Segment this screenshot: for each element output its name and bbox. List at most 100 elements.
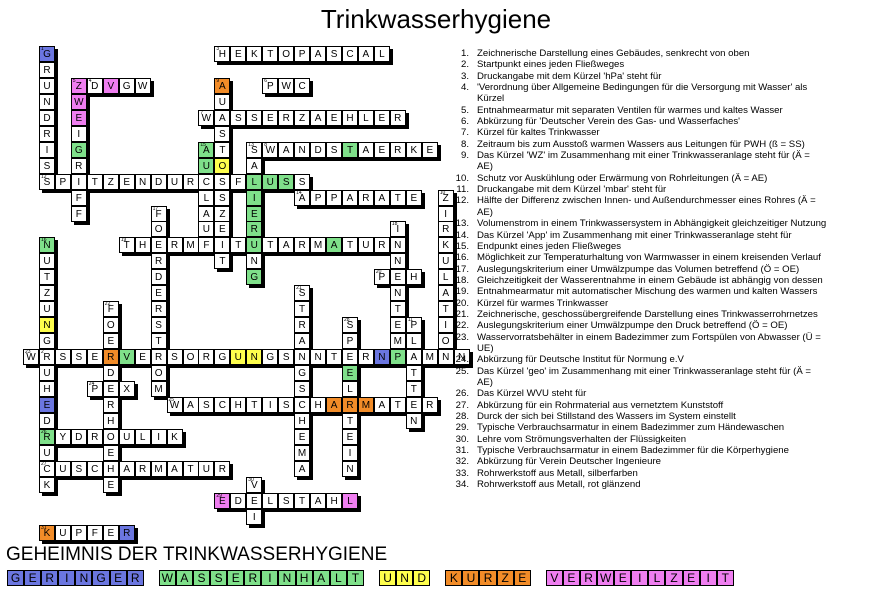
crossword-cell[interactable]: O — [278, 46, 295, 62]
crossword-cell[interactable]: R — [86, 428, 103, 445]
crossword-cell[interactable]: W — [134, 77, 151, 94]
crossword-cell[interactable]: G — [262, 349, 279, 366]
crossword-cell[interactable]: E — [246, 492, 263, 509]
crossword-cell[interactable]: F — [70, 205, 87, 222]
crossword-cell[interactable]: K — [405, 141, 422, 158]
crossword-cell[interactable]: E — [326, 109, 343, 126]
crossword-cell[interactable]: O — [182, 349, 199, 366]
crossword-cell[interactable]: A — [214, 109, 231, 126]
crossword-cell[interactable]: U — [166, 173, 183, 190]
crossword-cell[interactable]: E — [342, 428, 358, 445]
crossword-cell[interactable]: K — [166, 428, 183, 445]
crossword-cell[interactable]: E — [246, 205, 263, 222]
crossword-cell[interactable]: A — [342, 189, 358, 206]
crossword-cell[interactable]: M — [182, 237, 199, 254]
crossword-cell[interactable]: R — [134, 460, 151, 477]
crossword-cell[interactable]: E — [102, 333, 119, 350]
crossword-cell[interactable]: R — [70, 157, 87, 174]
crossword-cell[interactable]: E — [389, 317, 406, 334]
crossword-cell[interactable]: R — [198, 349, 215, 366]
crossword-cell[interactable]: E — [70, 109, 87, 126]
crossword-cell[interactable]: S — [214, 125, 231, 142]
crossword-cell[interactable]: E — [262, 109, 279, 126]
crossword-cell[interactable]: N — [310, 349, 327, 366]
crossword-cell[interactable]: T — [389, 301, 406, 318]
crossword-cell[interactable]: R — [182, 173, 199, 190]
crossword-cell[interactable]: U — [39, 253, 55, 270]
crossword-cell[interactable]: P — [294, 46, 311, 62]
crossword-cell[interactable]: I — [39, 141, 55, 158]
crossword-cell[interactable]: G — [70, 141, 87, 158]
crossword-cell[interactable]: Z — [39, 285, 55, 302]
crossword-cell[interactable]: T — [389, 396, 406, 413]
crossword-cell[interactable]: U — [198, 460, 215, 477]
crossword-cell[interactable]: S — [214, 189, 231, 206]
crossword-cell[interactable]: U — [39, 365, 55, 381]
crossword-cell[interactable]: E — [421, 141, 438, 158]
crossword-cell[interactable]: U — [437, 253, 454, 270]
crossword-cell[interactable]: N — [437, 349, 454, 366]
crossword-cell[interactable]: R — [357, 349, 374, 366]
crossword-cell[interactable]: H — [102, 460, 119, 477]
crossword-cell[interactable]: R — [421, 396, 438, 413]
crossword-cell[interactable]: D — [150, 269, 167, 286]
crossword-cell[interactable]: A — [118, 460, 135, 477]
crossword-cell[interactable]: S — [326, 141, 343, 158]
crossword-cell[interactable]: T — [405, 380, 422, 397]
crossword-cell[interactable]: S — [326, 46, 343, 62]
crossword-cell[interactable]: P — [326, 189, 343, 206]
crossword-cell[interactable]: T — [39, 269, 55, 286]
crossword-cell[interactable]: T — [86, 173, 103, 190]
crossword-cell[interactable]: S — [278, 396, 295, 413]
crossword-cell[interactable]: T — [342, 412, 358, 429]
crossword-cell[interactable]: D — [39, 109, 55, 126]
crossword-cell[interactable]: T — [294, 301, 311, 318]
crossword-cell[interactable]: H — [39, 380, 55, 397]
crossword-cell[interactable]: D — [230, 492, 247, 509]
crossword-cell[interactable]: P — [389, 349, 406, 366]
crossword-cell[interactable]: G — [246, 269, 263, 286]
crossword-cell[interactable]: L — [342, 380, 358, 397]
crossword-cell[interactable]: T — [230, 237, 247, 254]
crossword-cell[interactable]: R — [39, 62, 55, 78]
crossword-cell[interactable]: S — [214, 173, 231, 190]
crossword-cell[interactable]: U — [246, 237, 263, 254]
crossword-cell[interactable]: N — [246, 349, 263, 366]
crossword-cell[interactable]: O — [150, 221, 167, 238]
crossword-cell[interactable]: U — [230, 349, 247, 366]
crossword-cell[interactable]: A — [182, 396, 199, 413]
crossword-cell[interactable]: K — [246, 46, 263, 62]
crossword-cell[interactable]: C — [294, 396, 311, 413]
crossword-cell[interactable]: G — [214, 349, 231, 366]
crossword-cell[interactable]: R — [102, 349, 119, 366]
crossword-cell[interactable]: T — [214, 141, 231, 158]
crossword-cell[interactable]: R — [342, 396, 358, 413]
crossword-cell[interactable]: E — [389, 269, 406, 286]
crossword-cell[interactable]: N — [342, 460, 358, 477]
crossword-cell[interactable]: A — [246, 157, 263, 174]
crossword-cell[interactable]: E — [214, 221, 231, 238]
crossword-cell[interactable]: T — [262, 46, 279, 62]
crossword-cell[interactable]: U — [357, 237, 374, 254]
crossword-cell[interactable]: S — [294, 380, 311, 397]
crossword-cell[interactable]: E — [342, 365, 358, 381]
crossword-cell[interactable]: N — [294, 141, 311, 158]
crossword-cell[interactable]: L — [405, 333, 422, 350]
crossword-cell[interactable]: A — [357, 141, 374, 158]
crossword-cell[interactable]: E — [294, 428, 311, 445]
crossword-cell[interactable]: F — [86, 524, 103, 541]
crossword-cell[interactable]: N — [246, 253, 263, 270]
crossword-cell[interactable]: E — [405, 189, 422, 206]
crossword-cell[interactable]: T — [262, 237, 279, 254]
crossword-cell[interactable]: L — [373, 46, 390, 62]
